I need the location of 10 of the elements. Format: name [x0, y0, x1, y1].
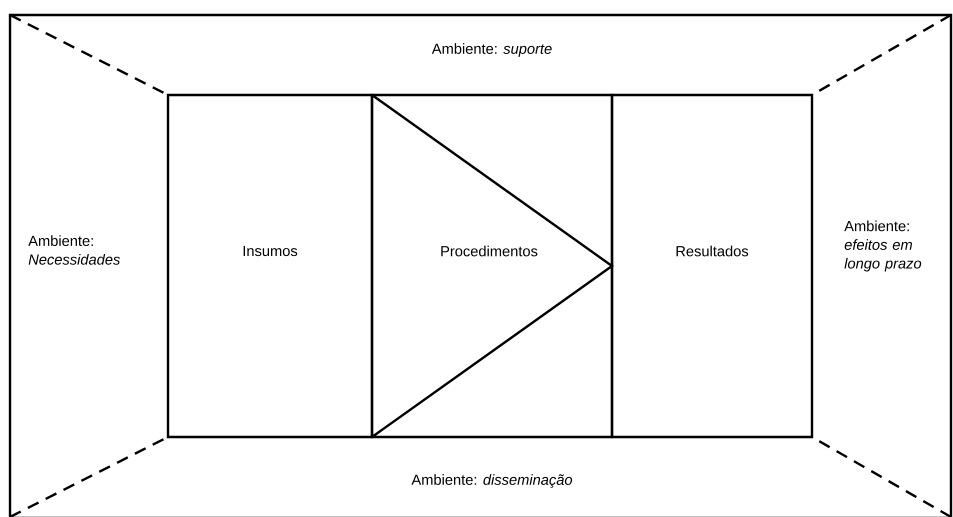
- box-label: Insumos: [244, 246, 298, 256]
- side-label: Ambiente: Necessidades: [28, 235, 120, 265]
- box-label: Resultados: [676, 246, 748, 256]
- process-box: [610, 94, 814, 438]
- side-label: Ambiente: disseminação: [411, 474, 572, 488]
- process-box: [370, 94, 614, 438]
- side-label: Ambiente: suporte: [432, 43, 552, 57]
- side-label: Ambiente: efeitos em longo prazo: [844, 220, 922, 272]
- box-label: Procedimentos: [441, 246, 538, 256]
- process-box: [166, 94, 374, 438]
